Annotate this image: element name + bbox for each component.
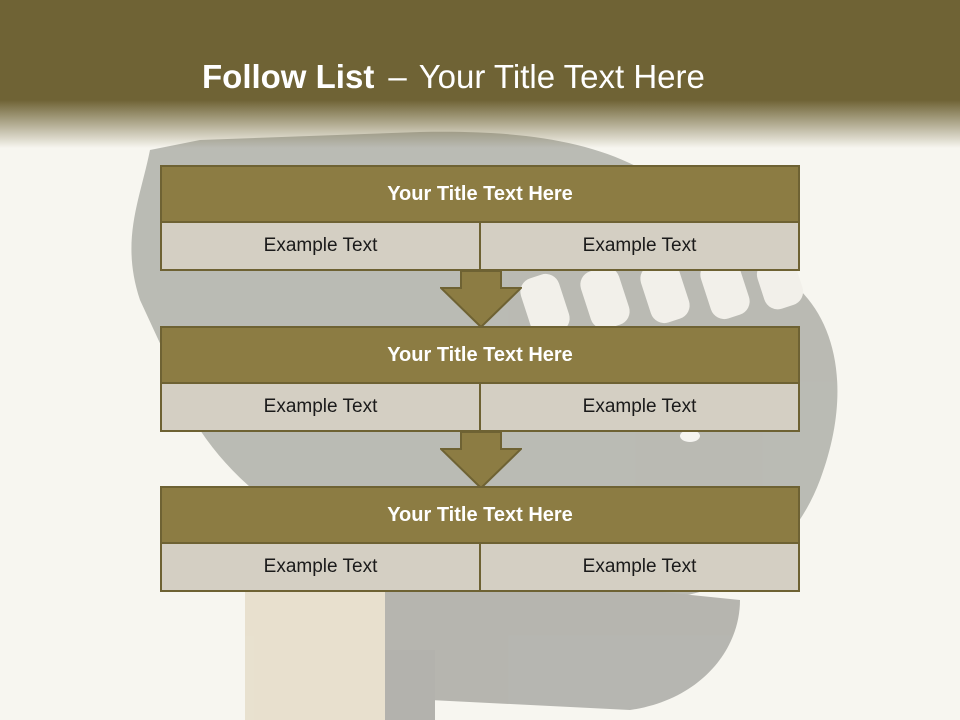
block-cell-right: Example Text [480, 544, 800, 592]
block-title: Your Title Text Here [160, 486, 800, 544]
block-row: Example Text Example Text [160, 384, 800, 432]
slide-title-bold: Follow List [202, 58, 375, 95]
block-cell-right: Example Text [480, 223, 800, 271]
block-row: Example Text Example Text [160, 544, 800, 592]
block-cell-left: Example Text [160, 544, 480, 592]
down-arrow-icon [440, 270, 522, 328]
block-title: Your Title Text Here [160, 326, 800, 384]
follow-block-3: Your Title Text Here Example Text Exampl… [160, 486, 800, 592]
block-cell-left: Example Text [160, 384, 480, 432]
down-arrow-icon [440, 431, 522, 489]
slide-title-rest: Your Title Text Here [418, 58, 705, 95]
block-cell-left: Example Text [160, 223, 480, 271]
slide-title: Follow List–Your Title Text Here [202, 52, 705, 102]
block-cell-right: Example Text [480, 384, 800, 432]
header-band [0, 0, 960, 148]
follow-block-1: Your Title Text Here Example Text Exampl… [160, 165, 800, 271]
slide-title-separator: – [388, 58, 407, 95]
follow-block-2: Your Title Text Here Example Text Exampl… [160, 326, 800, 432]
block-row: Example Text Example Text [160, 223, 800, 271]
block-title: Your Title Text Here [160, 165, 800, 223]
